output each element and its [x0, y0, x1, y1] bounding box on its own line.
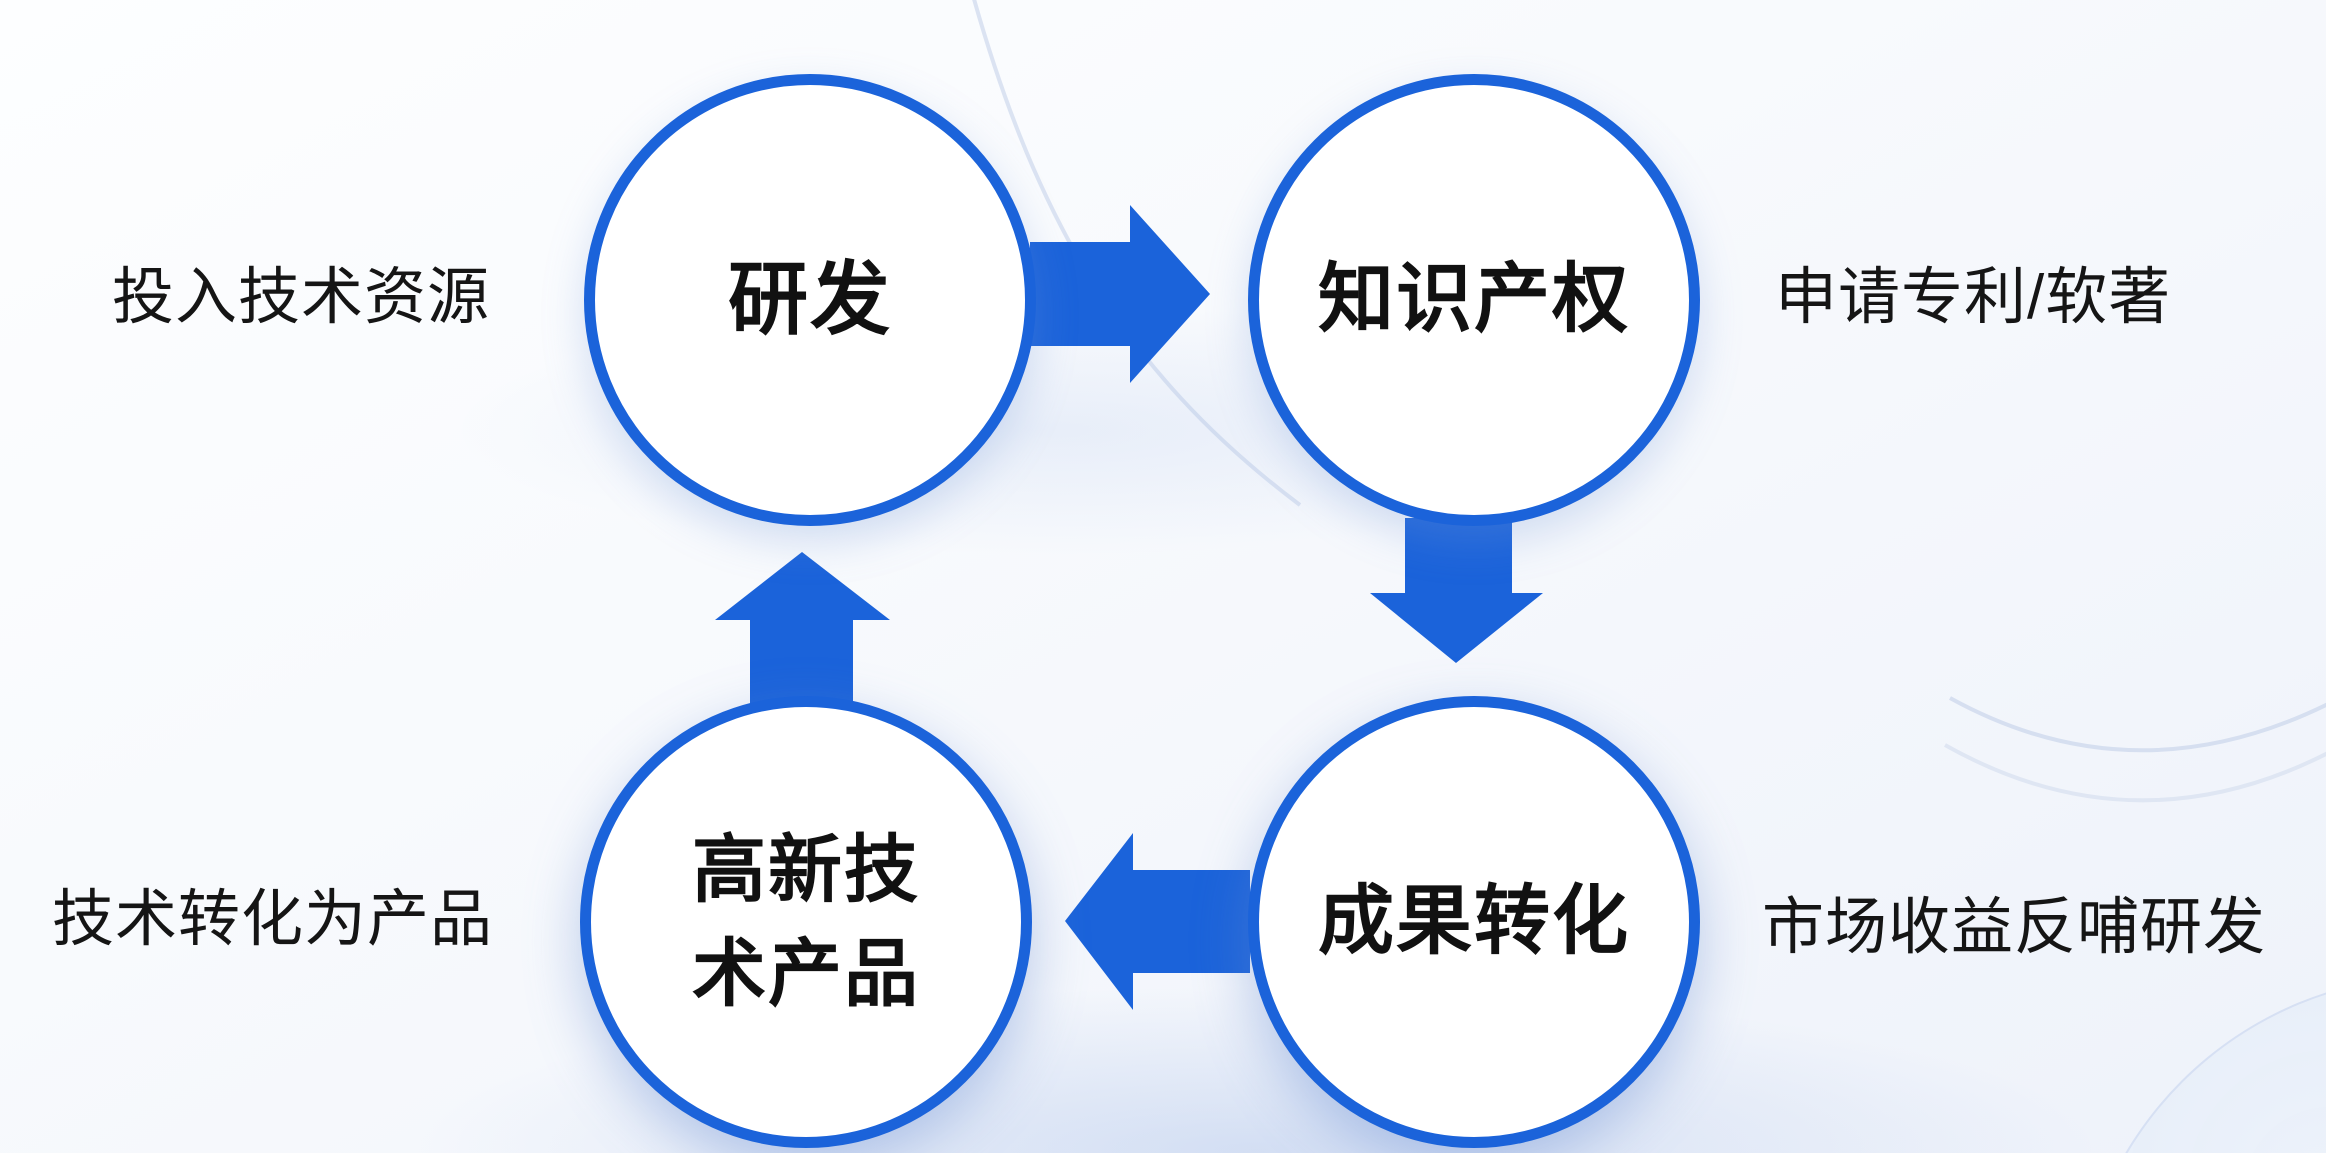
arrow-left-icon	[1065, 833, 1250, 1010]
annotation-invest-tech-resources: 投入技术资源	[112, 263, 491, 332]
node-label-intellectual-property: 知识产权	[1318, 257, 1630, 343]
arrow-down-icon	[1370, 518, 1543, 663]
arrow-right-icon	[1030, 205, 1210, 383]
annotation-tech-to-products: 技术转化为产品	[52, 885, 494, 954]
node-intellectual-property: 知识产权	[1248, 74, 1700, 526]
node-research-development: 研发	[584, 74, 1036, 526]
node-achievement-conversion: 成果转化	[1248, 696, 1700, 1148]
annotation-market-revenue-feedback: 市场收益反哺研发	[1762, 893, 2267, 962]
node-hightech-products: 高新技 术产品	[580, 696, 1032, 1148]
arrow-up-icon	[715, 552, 890, 710]
node-label-hightech-line2: 术产品	[692, 932, 920, 1015]
node-label-achievement-conversion: 成果转化	[1318, 879, 1630, 965]
node-label-hightech-products: 高新技 术产品	[692, 818, 920, 1025]
node-label-research-development: 研发	[728, 255, 892, 344]
node-label-hightech-line1: 高新技	[692, 828, 920, 912]
annotation-apply-patents-software: 申请专利/软著	[1775, 263, 2172, 332]
